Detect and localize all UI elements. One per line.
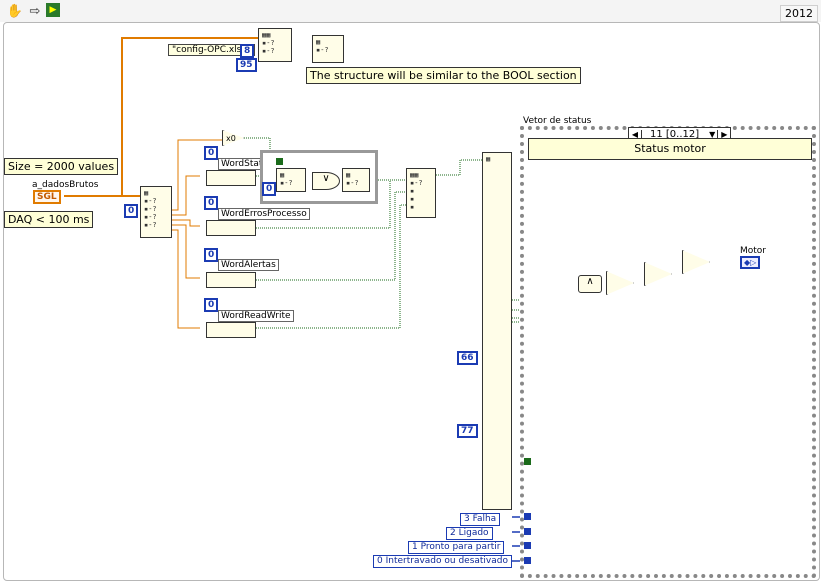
word-readwrite-node[interactable] (206, 322, 256, 338)
erros-0-constant[interactable]: 0 (204, 196, 219, 210)
config-file-constant[interactable]: "config-OPC.xlsx" (168, 44, 255, 56)
hand-icon[interactable]: ✋ (6, 3, 24, 19)
tunnel-pronto (524, 542, 531, 549)
status-0-constant[interactable]: 0 (204, 146, 219, 160)
index-array-main-node[interactable]: ▦ ▪-? ▪-? ▪-? ▪-? (140, 186, 172, 238)
read-spreadsheet-node[interactable]: ▦▦ ▪-? ▪-? (258, 28, 292, 62)
boolean-array-node[interactable]: ▦ (482, 152, 512, 510)
tunnel-intertravado (524, 557, 531, 564)
ring-intertravado[interactable]: 0 Intertravado ou desativado (373, 555, 512, 568)
tunnel-ligado (524, 528, 531, 535)
word-status-node[interactable] (206, 170, 256, 186)
num-95-constant[interactable]: 95 (236, 58, 257, 72)
sgl-control-terminal[interactable]: SGL (33, 190, 61, 204)
index-0-constant[interactable]: 0 (124, 204, 139, 218)
chevron-down-icon[interactable]: ▼ (709, 130, 716, 139)
a-dados-label: a_dadosBrutos (32, 180, 99, 190)
case-tunnel-green (524, 458, 531, 465)
daq-comment: DAQ < 100 ms (4, 211, 94, 228)
word-alertas-node[interactable] (206, 272, 256, 288)
or-icon[interactable]: ∨ (312, 172, 340, 190)
arrow-icon[interactable]: ⇨ (29, 3, 41, 19)
readwrite-0-constant[interactable]: 0 (204, 298, 219, 312)
size-comment: Size = 2000 values (4, 158, 119, 175)
num-66-constant[interactable]: 66 (457, 351, 478, 365)
word-erros-label: WordErrosProcesso (218, 208, 310, 220)
motor-indicator[interactable]: ◆▷ (740, 256, 761, 269)
word-alertas-label: WordAlertas (218, 259, 279, 271)
alertas-0-constant[interactable]: 0 (204, 248, 219, 262)
or-0-constant[interactable]: 0 (262, 182, 277, 196)
version-tab[interactable]: 2012 (780, 5, 818, 22)
loop-tunnel (276, 158, 283, 165)
structure-comment: The structure will be similar to the BOO… (306, 67, 581, 84)
ring-pronto[interactable]: 1 Pronto para partir (408, 541, 505, 554)
case-selector-value[interactable]: 11 [0..12] (650, 129, 700, 140)
index-array-node[interactable]: ▦ ▪-? (312, 35, 344, 63)
ring-ligado[interactable]: 2 Ligado (446, 527, 493, 540)
status-motor-title: Status motor (528, 138, 812, 160)
word-erros-node[interactable] (206, 220, 256, 236)
vetor-status-label: Vetor de status (523, 116, 592, 126)
replace-array-node[interactable]: ▦ ▪-? (342, 168, 370, 192)
toolbar: ✋ ⇨ ▶ 2012 (0, 0, 821, 22)
case-structure[interactable] (520, 126, 816, 578)
build-array-right-node[interactable]: ▦▦ ▪-? ▪ ▪ ▪ (406, 168, 436, 218)
num-8-constant[interactable]: 8 (240, 44, 255, 58)
motor-label: Motor (740, 246, 767, 256)
num-77-constant[interactable]: 77 (457, 424, 478, 438)
word-readwrite-label: WordReadWrite (218, 310, 294, 322)
selector-right-arrow[interactable]: ▶ (717, 130, 730, 139)
and-gate[interactable]: ∧ (578, 275, 602, 293)
build-array-node[interactable]: ▦ ▪-? (276, 168, 306, 192)
selector-left-arrow[interactable]: ◀ (629, 130, 642, 139)
ring-falha[interactable]: 3 Falha (460, 513, 501, 526)
tunnel-falha (524, 513, 531, 520)
labview-run-icon[interactable]: ▶ (46, 3, 60, 17)
